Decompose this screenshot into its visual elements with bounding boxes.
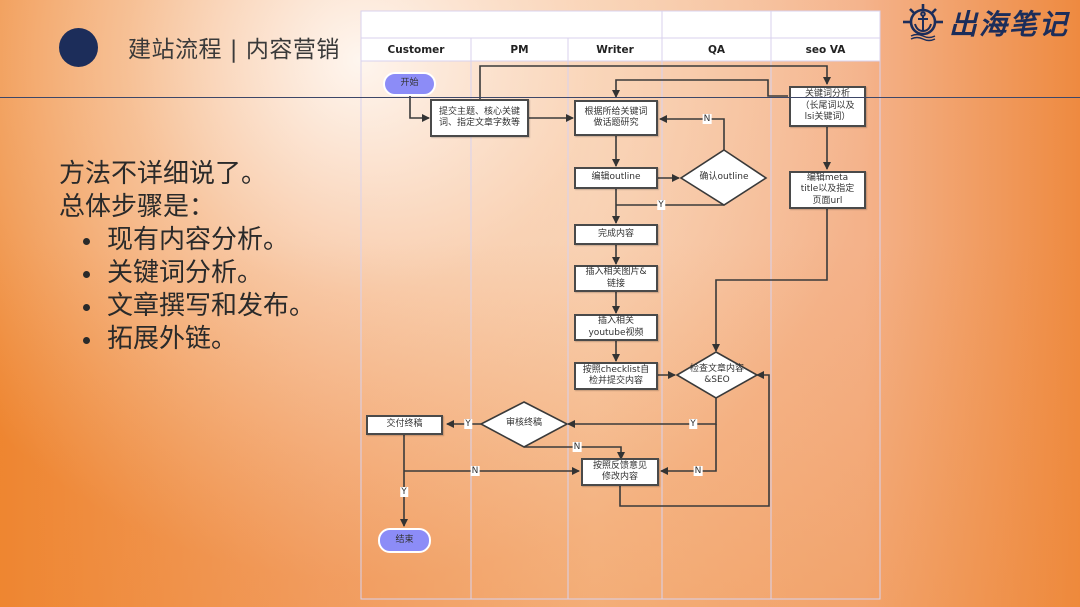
- brand-name: 出海笔记: [949, 8, 1070, 41]
- edge-label-review-no: N: [572, 442, 582, 452]
- node-text-line: 词、指定文章字数等: [438, 118, 520, 128]
- lane-header-qa: QA: [707, 44, 726, 56]
- edge-confirm-no: [659, 115, 725, 150]
- node-text-line: 链接: [606, 278, 625, 289]
- lane-header-writer: Writer: [596, 44, 634, 56]
- node-revise-content: 按照反馈意见修改内容: [581, 458, 659, 486]
- node-text-line: 检并提交内容: [588, 376, 643, 386]
- step-item: 拓展外链。: [59, 323, 315, 356]
- node-text-line: 提交主题、核心关键: [438, 106, 520, 117]
- edge-review-no: [524, 446, 625, 460]
- title-bullet-dot: [59, 28, 98, 67]
- brand-logo: 出海笔记: [899, 2, 1069, 44]
- node-text-line: title以及指定: [800, 184, 855, 195]
- node-text-line: lsi关键词）: [804, 112, 851, 123]
- node-submit-topic: 提交主题、核心关键词、指定文章字数等: [430, 99, 529, 137]
- slide-body: 方法不详细说了。 总体步骤是： 现有内容分析。 关键词分析。 文章撰写和发布。 …: [59, 158, 315, 356]
- body-intro-line: 总体步骤是：: [59, 192, 216, 222]
- edge-label-confirm-no: N: [702, 114, 712, 124]
- node-text-line: 检查文章内容: [689, 363, 744, 374]
- node-text-line: 按照反馈意见: [592, 460, 647, 471]
- slide-title: 建站流程 | 内容营销: [128, 37, 340, 63]
- lane-header-customer: Customer: [387, 44, 445, 56]
- node-text-line: &SEO: [704, 375, 730, 385]
- decision-review-label: 审核终稿: [505, 418, 542, 429]
- ship-wheel-anchor-icon: [903, 4, 943, 42]
- lane-header-seo-va: seo VA: [805, 44, 846, 56]
- step-item: 文章撰写和发布。: [59, 290, 315, 323]
- node-edit-outline: 编辑outline: [574, 167, 658, 189]
- edge-revise-check: [619, 371, 770, 507]
- title-divider: [0, 97, 1080, 98]
- node-text-line: 关键词分析: [804, 89, 850, 100]
- steps-list: 现有内容分析。 关键词分析。 文章撰写和发布。 拓展外链。: [59, 224, 315, 356]
- edge-start-submit: [409, 95, 430, 122]
- node-text-line: 插入相关图片&: [585, 267, 647, 277]
- node-text-line: 页面url: [812, 195, 843, 206]
- edge-label-review-yes: Y: [464, 419, 472, 429]
- lane-header-band: [361, 11, 880, 61]
- node-topic-research: 根据所给关键词做话题研究: [574, 100, 658, 136]
- step-item: 关键词分析。: [59, 257, 315, 290]
- node-text-line: 插入相关: [597, 316, 634, 326]
- edge-check-no: [660, 424, 717, 475]
- node-text-line: youtube视频: [588, 327, 644, 338]
- decision-review: [479, 401, 569, 448]
- edge-meta-check: [712, 209, 828, 352]
- body-intro-line: 方法不详细说了。: [59, 159, 268, 189]
- decision-confirm-outline-label: 确认outline: [699, 172, 749, 183]
- lane-frame: [360, 10, 881, 600]
- node-insert-images: 插入相关图片&链接: [574, 265, 658, 292]
- edge-keyword-research: [612, 79, 788, 98]
- node-deliver-final: 交付终稿: [366, 415, 443, 435]
- edge-label-deliver-yes: Y: [400, 487, 408, 497]
- node-checklist-submit: 按照checklist自检并提交内容: [574, 362, 658, 390]
- lane-header-pm: PM: [510, 44, 529, 56]
- node-text-line: 按照checklist自: [582, 364, 650, 375]
- node-text-line: 根据所给关键词: [584, 106, 648, 117]
- node-end: 结束: [378, 528, 431, 553]
- edge-label-confirm-yes: Y: [657, 200, 665, 210]
- edge-submit-keyword: [479, 65, 831, 99]
- node-text-line: 修改内容: [601, 472, 638, 482]
- step-item: 现有内容分析。: [59, 224, 315, 257]
- node-start: 开始: [383, 72, 436, 96]
- edge-label-check-no: N: [693, 466, 703, 476]
- swimlane-flowchart: Customer PM Writer QA seo VA 开始 提交主题、核心关…: [360, 10, 881, 600]
- decision-check-seo: [675, 351, 759, 399]
- node-text-line: 编辑meta: [806, 172, 849, 183]
- edge-label-check-yes: Y: [689, 419, 697, 429]
- edge-label-deliver-no: N: [470, 466, 480, 476]
- decision-confirm-outline: [679, 149, 768, 206]
- flowchart-canvas: [360, 10, 881, 600]
- node-complete-content: 完成内容: [574, 224, 658, 245]
- node-text-line: 做话题研究: [593, 118, 639, 128]
- node-text-line: （长尾词以及: [800, 100, 855, 111]
- decision-check-seo-label: 检查文章内容&SEO: [677, 361, 757, 389]
